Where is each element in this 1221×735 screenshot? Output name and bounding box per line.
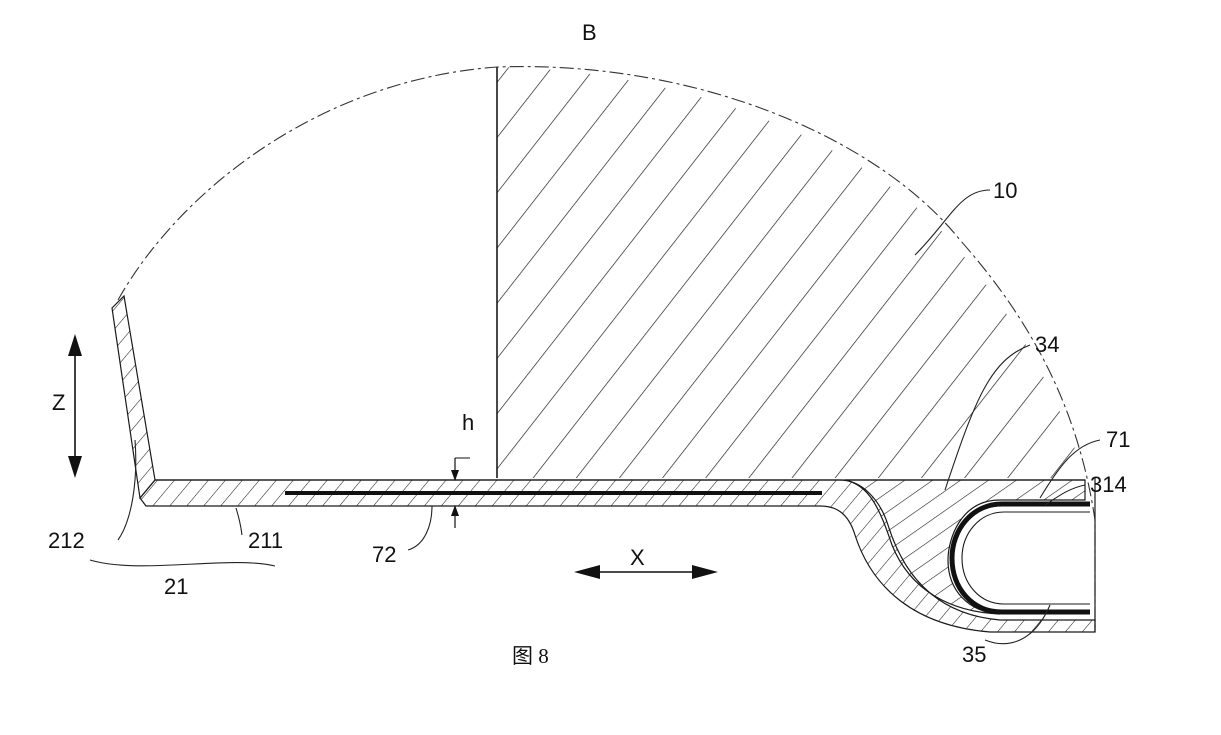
label-35: 35 [962, 642, 986, 667]
figure-caption: 图 8 [512, 644, 549, 668]
label-z: Z [52, 390, 65, 415]
label-10: 10 [993, 178, 1017, 203]
label-34: 34 [1035, 332, 1059, 357]
label-72: 72 [372, 542, 396, 567]
label-71: 71 [1106, 427, 1130, 452]
z-axis-arrow [68, 334, 82, 478]
x-axis-arrow [574, 565, 718, 579]
label-h: h [462, 410, 474, 435]
label-21: 21 [164, 574, 188, 599]
channel-314 [952, 504, 1090, 612]
hatched-core-region [497, 67, 1085, 478]
side-wall-212 [112, 296, 155, 498]
label-B: B [582, 20, 597, 45]
label-x: X [630, 545, 645, 570]
label-212: 212 [48, 528, 85, 553]
label-314: 314 [1090, 472, 1127, 497]
label-211: 211 [248, 528, 283, 553]
